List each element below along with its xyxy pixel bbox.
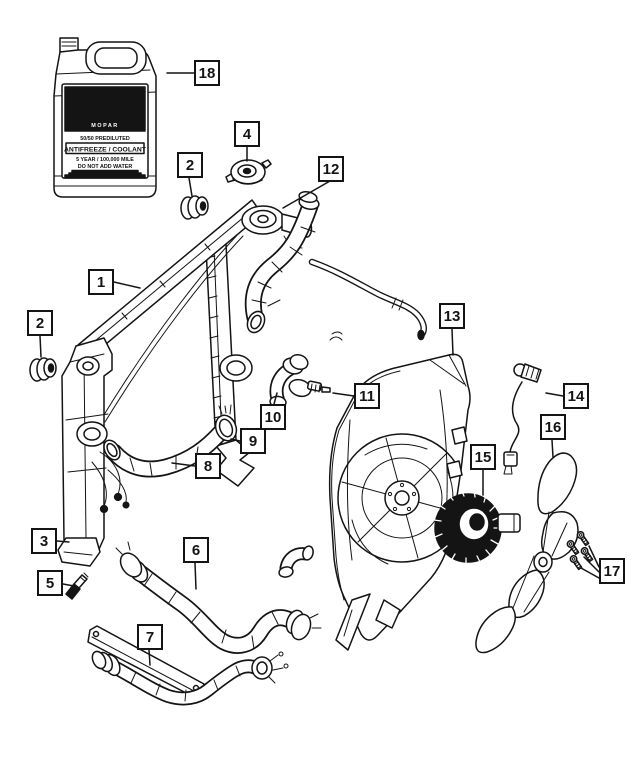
label-line4: DO NOT ADD WATER xyxy=(78,164,133,170)
callout-7-label: 7 xyxy=(145,628,155,646)
callout-2b[interactable]: 2 xyxy=(27,310,53,336)
spring-clamp xyxy=(214,404,238,442)
upper-radiator-hose xyxy=(244,191,427,341)
lower-hose-front xyxy=(103,404,238,478)
small-elbow-hose xyxy=(278,545,314,578)
worm-clamp xyxy=(288,378,331,398)
callout-8-label: 8 xyxy=(203,457,213,475)
callout-14-label: 14 xyxy=(567,387,585,405)
callout-3-label: 3 xyxy=(39,532,49,550)
callout-17-label: 17 xyxy=(603,562,621,580)
outlet-elbow xyxy=(269,353,331,409)
callout-4-label: 4 xyxy=(242,125,252,143)
drain-plug xyxy=(65,572,89,600)
callout-12-label: 12 xyxy=(322,160,340,178)
callout-15-label: 15 xyxy=(474,448,492,466)
callout-1[interactable]: 1 xyxy=(88,269,114,295)
callout-6[interactable]: 6 xyxy=(183,537,209,563)
callout-13-label: 13 xyxy=(443,307,461,325)
label-line3: 5 YEAR / 100,000 MILE xyxy=(76,157,134,163)
callout-6-label: 6 xyxy=(191,541,201,559)
callout-18[interactable]: 18 xyxy=(194,60,220,86)
lower-radiator-hose xyxy=(115,541,322,654)
hose-fitting xyxy=(251,651,289,684)
heater-hose xyxy=(91,650,289,706)
callout-17[interactable]: 17 xyxy=(599,558,625,584)
callout-5[interactable]: 5 xyxy=(37,570,63,596)
callout-2a[interactable]: 2 xyxy=(177,152,203,178)
callout-11-label: 11 xyxy=(359,387,375,405)
callout-16-label: 16 xyxy=(544,418,562,436)
label-line1: 50/50 PREDILUTED xyxy=(80,136,130,142)
callout-12[interactable]: 12 xyxy=(318,156,344,182)
radiator-cap xyxy=(225,159,272,185)
callout-3[interactable]: 3 xyxy=(31,528,57,554)
callout-2b-label: 2 xyxy=(35,314,45,332)
grommet-upper xyxy=(180,195,209,220)
callout-15[interactable]: 15 xyxy=(470,444,496,470)
callout-11[interactable]: 11 xyxy=(354,383,380,409)
leader-lines xyxy=(39,72,600,666)
grommet-left xyxy=(29,357,57,382)
coolant-sensor-harness xyxy=(503,363,542,475)
jug-label: MOPAR 50/50 PREDILUTED ANTIFREEZE / COOL… xyxy=(61,83,149,179)
callout-9-label: 9 xyxy=(248,432,258,450)
fan-clutch xyxy=(433,488,521,567)
callout-16[interactable]: 16 xyxy=(540,414,566,440)
label-line2: ANTIFREEZE / COOLANT xyxy=(64,147,147,154)
mounting-screws xyxy=(566,531,594,571)
label-brand: MOPAR xyxy=(91,123,119,129)
callout-13[interactable]: 13 xyxy=(439,303,465,329)
callout-14[interactable]: 14 xyxy=(563,383,589,409)
callout-5-label: 5 xyxy=(45,574,55,592)
callout-8[interactable]: 8 xyxy=(195,453,221,479)
callout-9[interactable]: 9 xyxy=(240,428,266,454)
fan-blade xyxy=(475,452,579,654)
callout-4[interactable]: 4 xyxy=(234,121,260,147)
callout-2a-label: 2 xyxy=(185,156,195,174)
callout-7[interactable]: 7 xyxy=(137,624,163,650)
callout-10-label: 10 xyxy=(264,408,282,426)
callout-1-label: 1 xyxy=(96,273,106,291)
callout-18-label: 18 xyxy=(198,64,216,82)
callout-10[interactable]: 10 xyxy=(260,404,286,430)
